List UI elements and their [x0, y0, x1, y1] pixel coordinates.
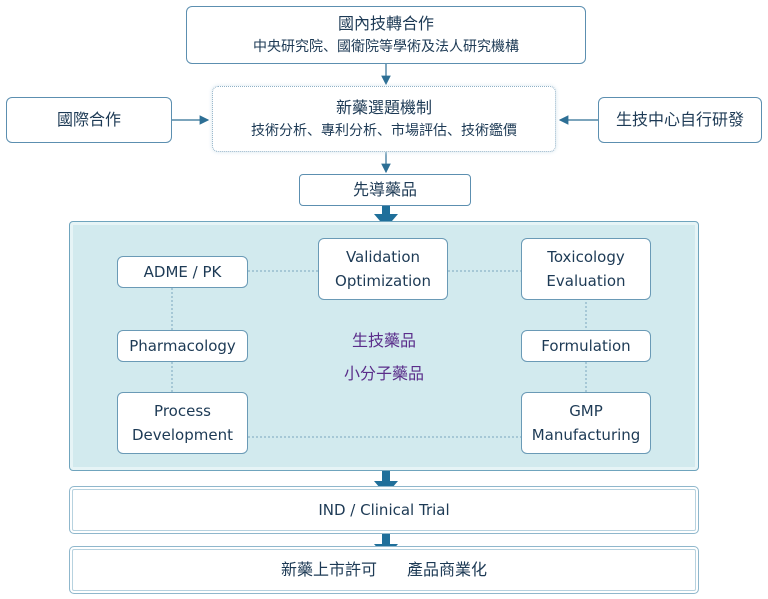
international-cooperation-label: 國際合作 [56, 110, 121, 129]
commercialization-label: 產品商業化 [407, 560, 488, 579]
drug-selection-box: 新藥選題機制 技術分析、專利分析、市場評估、技術鑑價 [212, 86, 556, 152]
drug-selection-title: 新藥選題機制 [335, 98, 432, 117]
domestic-cooperation-subtitle: 中央研究院、國衛院等學術及法人研究機構 [253, 39, 519, 55]
lead-drug-box: 先導藥品 [299, 174, 471, 206]
lead-drug-label: 先導藥品 [352, 180, 417, 199]
adme-pk-label: ADME / PK [143, 263, 222, 281]
small-molecule-label: 小分子藥品 [343, 364, 424, 383]
optimization-label: Optimization [335, 272, 431, 290]
gmp-manufacturing-box: GMP Manufacturing [521, 392, 651, 454]
pharmacology-box: Pharmacology [117, 330, 248, 362]
formulation-box: Formulation [521, 330, 651, 362]
toxicology-evaluation-box: Toxicology Evaluation [521, 238, 651, 300]
in-house-rd-label: 生技中心自行研發 [615, 110, 744, 129]
pharmacology-label: Pharmacology [129, 337, 236, 355]
manufacturing-label: Manufacturing [531, 426, 641, 444]
ind-clinical-trial-box: IND / Clinical Trial [69, 486, 699, 534]
adme-pk-box: ADME / PK [117, 256, 248, 288]
market-approval-label: 新藥上市許可 [280, 560, 377, 579]
validation-label: Validation [345, 248, 421, 266]
ind-clinical-trial-label: IND / Clinical Trial [318, 501, 450, 519]
formulation-label: Formulation [541, 337, 631, 355]
validation-optimization-box: Validation Optimization [318, 238, 448, 300]
in-house-rd-box: 生技中心自行研發 [598, 97, 762, 143]
international-cooperation-box: 國際合作 [6, 97, 172, 143]
drug-selection-subtitle: 技術分析、專利分析、市場評估、技術鑑價 [251, 123, 517, 139]
biologics-label: 生技藥品 [351, 331, 416, 350]
evaluation-label: Evaluation [546, 272, 626, 290]
process-development-box: Process Development [117, 392, 248, 454]
process-label: Process [154, 402, 211, 420]
toxicology-label: Toxicology [547, 248, 625, 266]
market-approval-box: 新藥上市許可 產品商業化 [69, 546, 699, 594]
development-label: Development [132, 426, 233, 444]
domestic-cooperation-box: 國內技轉合作 中央研究院、國衛院等學術及法人研究機構 [186, 6, 586, 64]
gmp-label: GMP [569, 402, 603, 420]
domestic-cooperation-title: 國內技轉合作 [337, 14, 434, 33]
